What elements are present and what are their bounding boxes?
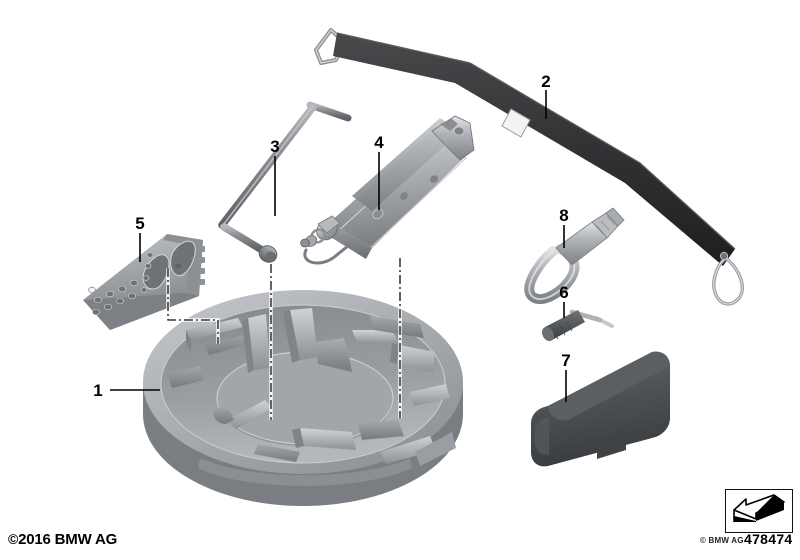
tool-case-latch xyxy=(597,432,626,459)
bmw-credit: © BMW AG xyxy=(700,536,744,545)
callout-label-4: 4 xyxy=(374,133,384,152)
screwdriver-grip-lines xyxy=(552,321,573,340)
orientation-icon-box xyxy=(725,489,793,533)
bracket-hole-row xyxy=(92,252,154,316)
callout-label-1: 1 xyxy=(93,381,102,400)
part-tool-case[interactable] xyxy=(531,351,670,467)
bracket-bottom-edge xyxy=(83,293,199,330)
copyright-text: 2016 BMW AG xyxy=(18,531,118,548)
crank-rod-gloss xyxy=(223,105,314,225)
crank-rod-lower xyxy=(220,223,266,254)
jack-main-beam xyxy=(330,131,470,248)
tray-front-lip xyxy=(198,458,412,486)
copyright-notice: ©2016 BMW AG xyxy=(8,531,117,548)
tow-eye-threads xyxy=(595,215,616,235)
callout-label-2: 2 xyxy=(541,72,550,91)
tray-ribs xyxy=(168,308,450,464)
part-lashing-strap[interactable] xyxy=(314,28,745,306)
crank-socket-bore xyxy=(266,251,276,261)
callout-label-3: 3 xyxy=(270,137,279,156)
bracket-center-hole xyxy=(174,263,182,269)
jack-spindle-assembly xyxy=(300,215,350,265)
copyright-symbol: © xyxy=(8,531,19,547)
jack-plate-tab xyxy=(440,119,458,131)
callout-label-5: 5 xyxy=(135,214,144,233)
callout-numbers: 1 2 3 4 5 6 7 8 xyxy=(93,72,570,400)
jack-base-plate xyxy=(431,115,475,161)
bracket-pilot-hole xyxy=(88,286,96,294)
strap-webbing xyxy=(333,33,735,266)
tray-notch-right xyxy=(415,432,456,466)
assembly-centerlines xyxy=(167,258,401,420)
part-mounting-bracket[interactable] xyxy=(83,234,205,330)
part-number: 478474 xyxy=(744,531,793,547)
tool-case-side-gloss xyxy=(535,417,549,456)
callout-leaders xyxy=(110,90,567,402)
strap-loop-right xyxy=(712,251,745,306)
part-foam-tool-tray[interactable] xyxy=(143,290,463,506)
part-jack-crank-rod[interactable] xyxy=(218,101,352,265)
strap-highlight xyxy=(336,32,736,250)
jack-plate-hole xyxy=(453,126,465,136)
part-tow-eye-bolt[interactable] xyxy=(524,207,625,305)
screwdriver-handle xyxy=(545,310,585,340)
callout-label-7: 7 xyxy=(561,351,570,370)
direction-arrow-icon xyxy=(733,494,785,522)
part-screwdriver[interactable] xyxy=(540,309,614,343)
jack-hole-a xyxy=(372,208,384,220)
screwdriver-handle-end xyxy=(542,326,554,342)
tool-case-top xyxy=(548,351,670,421)
callout-label-8: 8 xyxy=(559,206,568,225)
jack-hole-c xyxy=(430,175,438,183)
strap-keeper-clip xyxy=(501,108,531,138)
tray-cavity-edge xyxy=(160,304,446,464)
tow-eye-thread-tip xyxy=(605,207,625,227)
callout-label-6: 6 xyxy=(559,283,568,302)
bracket-tabs xyxy=(198,246,205,285)
jack-hole-b xyxy=(400,192,408,200)
centerline-bracket-to-tray xyxy=(167,268,219,344)
